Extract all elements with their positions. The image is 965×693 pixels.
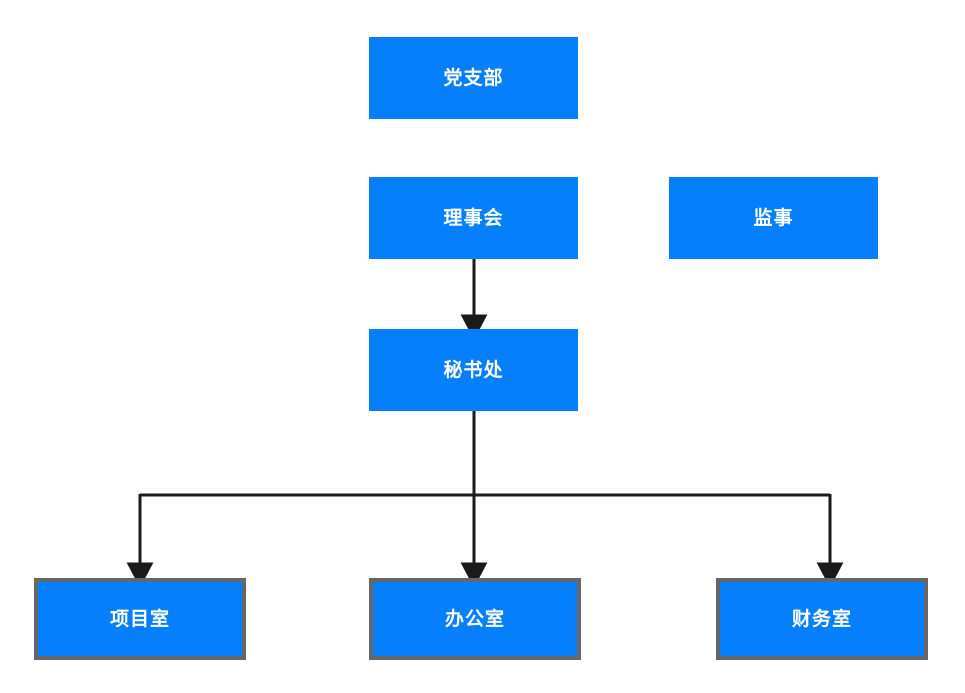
node-supervisor[interactable]: 监事 bbox=[669, 177, 878, 259]
node-supervisor-label: 监事 bbox=[753, 207, 794, 229]
node-party-branch-label: 党支部 bbox=[443, 67, 504, 89]
node-finance-office[interactable]: 财务室 bbox=[716, 578, 928, 660]
node-board[interactable]: 理事会 bbox=[369, 177, 578, 259]
node-admin-office[interactable]: 办公室 bbox=[369, 578, 581, 660]
node-project-office[interactable]: 项目室 bbox=[34, 578, 246, 660]
node-admin-office-label: 办公室 bbox=[444, 608, 505, 630]
node-board-label: 理事会 bbox=[443, 207, 504, 229]
node-finance-office-label: 财务室 bbox=[791, 608, 852, 630]
node-secretariat-label: 秘书处 bbox=[443, 359, 504, 381]
node-project-office-label: 项目室 bbox=[109, 608, 170, 630]
node-secretariat[interactable]: 秘书处 bbox=[369, 329, 578, 411]
node-party-branch[interactable]: 党支部 bbox=[369, 37, 578, 119]
